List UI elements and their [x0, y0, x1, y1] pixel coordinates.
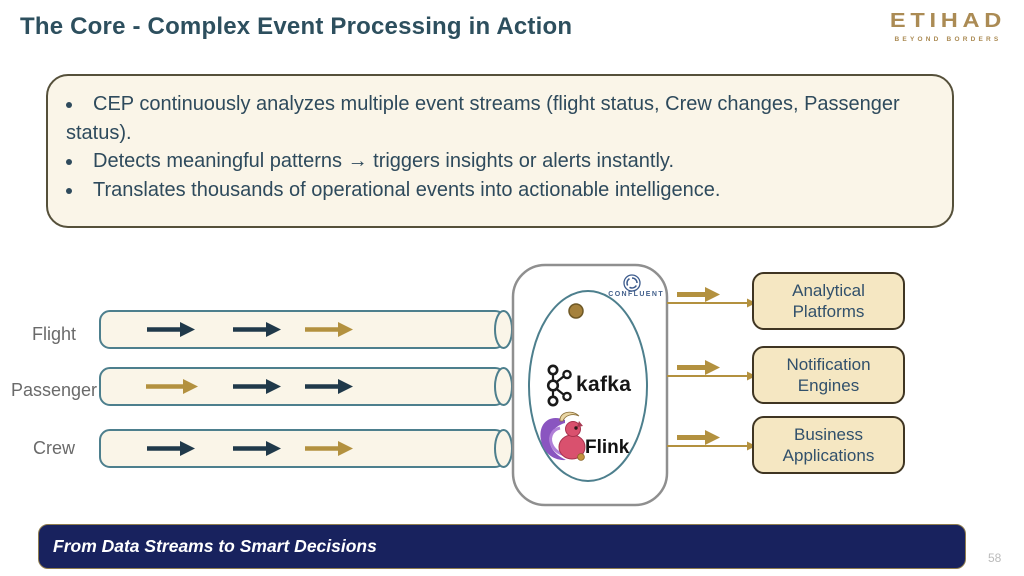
event-arrow-dark [233, 322, 281, 337]
kafka-label: kafka [576, 373, 632, 396]
pipe-end-cap [494, 310, 513, 349]
page-title: The Core - Complex Event Processing in A… [20, 13, 573, 40]
stream-pipe-flight [99, 310, 513, 349]
flink-squirrel-icon [540, 411, 586, 461]
bullet-item: Detects meaningful patterns → triggers i… [66, 147, 902, 176]
summary-panel: CEP continuously analyzes multiple event… [46, 74, 954, 228]
bullet-item: Translates thousands of operational even… [66, 176, 902, 205]
etihad-wordmark: ETIHAD [889, 10, 1007, 32]
page-number: 58 [988, 551, 1002, 565]
output-box-business-applications: Business Applications [752, 416, 905, 474]
footer-banner: From Data Streams to Smart Decisions [38, 524, 966, 569]
event-arrow-dark [233, 441, 281, 456]
output-arrow-business [667, 430, 756, 451]
pipe-end-cap [494, 367, 513, 406]
event-arrow-gold [305, 441, 353, 456]
output-box-notification-engines: Notification Engines [752, 346, 905, 404]
event-arrow-dark [147, 322, 195, 337]
output-arrow-analytical [667, 287, 756, 308]
output-box-label: Analytical Platforms [792, 280, 865, 321]
summary-bullet-list: CEP continuously analyzes multiple event… [48, 90, 920, 204]
event-arrow-gold [305, 322, 353, 337]
event-arrow-gold [146, 379, 198, 394]
stream-pipe-passenger [99, 367, 513, 406]
stream-pipe-crew [99, 429, 513, 468]
pipe-end-cap [494, 429, 513, 468]
event-arrow-dark [305, 379, 353, 394]
stream-label-passenger: Passenger [10, 380, 98, 400]
bullet-item: CEP continuously analyzes multiple event… [66, 90, 902, 147]
confluent-label: CONFLUENT [608, 291, 664, 298]
confluent-pinwheel-icon [623, 274, 641, 292]
etihad-logo: ETIHAD BEYOND BORDERS [886, 10, 1010, 43]
output-box-analytical-platforms: Analytical Platforms [752, 272, 905, 330]
footer-text: From Data Streams to Smart Decisions [53, 536, 377, 556]
output-arrow-notification [667, 360, 756, 381]
stream-label-crew: Crew [32, 438, 75, 458]
kafka-nodes-icon [546, 364, 572, 407]
event-arrow-dark [233, 379, 281, 394]
etihad-tagline: BEYOND BORDERS [894, 36, 1002, 43]
output-box-label: Notification Engines [786, 354, 871, 395]
output-box-label: Business Applications [782, 424, 875, 465]
event-arrow-dark [147, 441, 195, 456]
event-dot [568, 303, 584, 319]
stream-label-flight: Flight [31, 324, 76, 344]
flink-label: Flink [585, 437, 630, 458]
